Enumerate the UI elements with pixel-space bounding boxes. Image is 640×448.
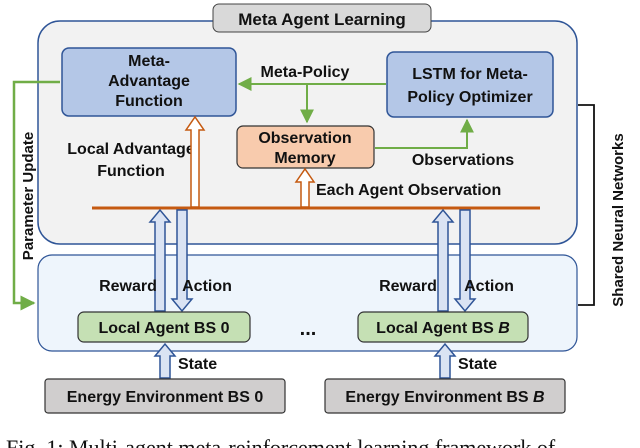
local-advantage-arrow <box>184 115 206 208</box>
observations-label: Observations <box>412 152 514 169</box>
action-right-label: Action <box>464 278 514 295</box>
local-agent-right-box <box>357 311 529 343</box>
observation-memory-line1: Observation <box>258 130 351 147</box>
lstm-line1: LSTM for Meta- <box>412 66 528 83</box>
figure-caption: Fig. 1: Multi-agent meta-reinforcement l… <box>6 435 556 448</box>
parameter-update-label: Parameter Update <box>20 132 37 260</box>
right-agent-down-arrow <box>453 209 477 313</box>
meta-advantage-line3: Function <box>115 93 183 110</box>
action-left-label: Action <box>182 278 232 295</box>
agents-ellipsis: ... <box>300 318 317 340</box>
lstm-box <box>386 51 554 118</box>
meta-title: Meta Agent Learning <box>238 10 406 29</box>
meta-advantage-line1: Meta- <box>128 53 170 70</box>
observation-memory-line2: Memory <box>274 150 335 167</box>
lstm-line2: Policy Optimizer <box>407 89 532 106</box>
reward-right-label: Reward <box>379 278 437 295</box>
state-left-arrow <box>153 342 177 379</box>
local-agent-left-box <box>77 311 251 343</box>
reward-left-label: Reward <box>99 278 157 295</box>
local-advantage-line2: Function <box>97 163 165 180</box>
env-right-label: Energy Environment BS B <box>345 389 544 406</box>
meta-title-box <box>212 3 432 33</box>
local-advantage-line1: Local Advantage <box>67 141 195 158</box>
shared-networks-label: Shared Neural Networks <box>610 133 627 306</box>
state-right-arrow <box>433 342 457 379</box>
meta-advantage-line2: Advantage <box>108 73 190 90</box>
state-right-label: State <box>458 356 497 373</box>
state-left-label: State <box>178 356 217 373</box>
parameter-update-arrow <box>12 80 60 311</box>
env-right-box <box>324 378 566 414</box>
observations-arrow <box>375 118 474 149</box>
env-left-box <box>44 378 286 414</box>
observation-memory-box <box>236 125 375 169</box>
env-left-label: Energy Environment BS 0 <box>67 389 264 406</box>
meta-advantage-box <box>61 47 237 117</box>
right-agent-up-arrow <box>431 208 455 312</box>
left-agent-down-arrow <box>170 209 194 313</box>
left-agent-up-arrow <box>148 208 172 312</box>
local-agent-left-label: Local Agent BS 0 <box>99 320 230 337</box>
each-agent-observation-arrow <box>294 167 316 208</box>
meta-policy-label: Meta-Policy <box>261 64 350 81</box>
local-agent-right-label: Local Agent BS B <box>376 320 510 337</box>
each-agent-observation-label: Each Agent Observation <box>316 182 501 199</box>
shared-networks-bracket <box>578 104 595 306</box>
